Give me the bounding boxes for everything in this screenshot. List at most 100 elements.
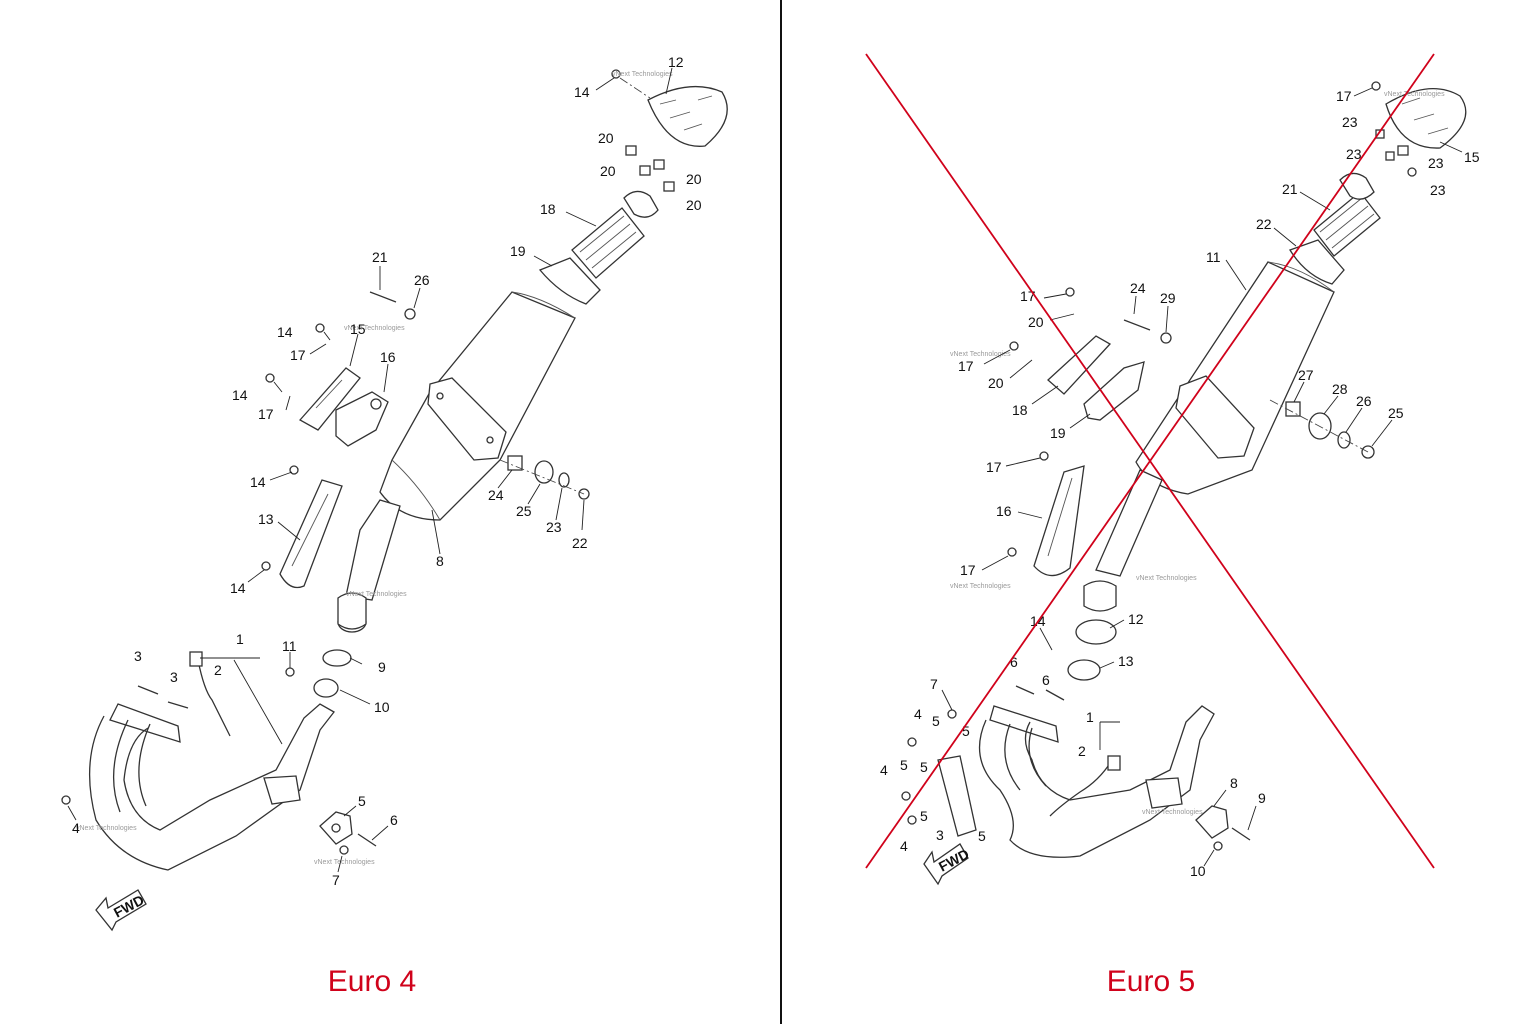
euro5-callout: 17 xyxy=(986,459,1002,475)
euro4-callout: 12 xyxy=(668,54,684,70)
euro5-callout: 11 xyxy=(1206,249,1221,265)
euro5-callout: 25 xyxy=(1388,405,1404,421)
euro5-callout: 6 xyxy=(1010,654,1018,670)
euro5-callout: 5 xyxy=(900,757,908,773)
euro4-callout: 14 xyxy=(277,324,293,340)
euro5-callout: 17 xyxy=(958,358,974,374)
euro5-callout: 5 xyxy=(978,828,986,844)
euro4-callout: 26 xyxy=(414,272,430,288)
euro4-callout: 22 xyxy=(572,535,588,551)
euro5-callout: 5 xyxy=(962,723,970,739)
euro5-callout: 27 xyxy=(1298,367,1314,383)
euro5-callout: 23 xyxy=(1430,182,1446,198)
euro5-leader-lines xyxy=(941,87,1463,867)
euro5-panel: vNext Technologies vNext Technologies vN… xyxy=(865,53,1480,998)
svg-text:vNext Technologies: vNext Technologies xyxy=(1142,809,1203,816)
euro5-callout: 20 xyxy=(1028,314,1044,330)
euro4-callout: 17 xyxy=(258,406,274,422)
euro4-callout: 11 xyxy=(282,638,297,654)
euro5-callout: 2 xyxy=(1078,743,1086,759)
euro4-callout: 18 xyxy=(540,201,556,217)
euro5-callout: 21 xyxy=(1282,181,1298,197)
svg-text:vNext Technologies: vNext Technologies xyxy=(346,591,407,598)
euro5-callout: 26 xyxy=(1356,393,1372,409)
svg-text:vNext Technologies: vNext Technologies xyxy=(1136,575,1197,582)
euro4-callout: 19 xyxy=(510,243,526,259)
euro4-callout: 3 xyxy=(134,648,142,664)
euro4-callout: 20 xyxy=(598,130,614,146)
euro4-callout: 16 xyxy=(380,349,396,365)
euro5-callout: 23 xyxy=(1346,146,1362,162)
euro5-callout: 6 xyxy=(1042,672,1050,688)
euro5-callout: 29 xyxy=(1160,290,1176,306)
euro4-callout: 9 xyxy=(378,659,386,675)
euro4-callout: 25 xyxy=(516,503,532,519)
euro4-leader-lines xyxy=(67,67,673,873)
euro4-watermarks: vNext Technologies vNext Technologies vN… xyxy=(76,71,673,866)
euro4-callout: 3 xyxy=(170,669,178,685)
euro4-callout: 7 xyxy=(332,872,340,888)
euro4-caption: Euro 4 xyxy=(328,965,416,998)
euro4-exploded-parts xyxy=(61,69,728,932)
euro5-callout: 13 xyxy=(1118,653,1134,669)
euro4-callout: 1 xyxy=(236,631,244,647)
svg-text:vNext Technologies: vNext Technologies xyxy=(612,71,673,78)
svg-text:vNext Technologies: vNext Technologies xyxy=(1384,91,1445,98)
svg-text:vNext Technologies: vNext Technologies xyxy=(314,859,375,866)
euro4-callout: 20 xyxy=(686,171,702,187)
euro4-callout: 6 xyxy=(390,812,398,828)
svg-text:vNext Technologies: vNext Technologies xyxy=(950,351,1011,358)
euro5-callout: 4 xyxy=(914,706,922,722)
euro4-callout: 13 xyxy=(258,511,274,527)
euro4-callout: 21 xyxy=(372,249,388,265)
euro4-callout: 20 xyxy=(600,163,616,179)
euro4-callout: 10 xyxy=(374,699,390,715)
euro4-callout: 5 xyxy=(358,793,366,809)
euro4-callout: 23 xyxy=(546,519,562,535)
euro5-callout: 28 xyxy=(1332,381,1348,397)
euro5-callout: 7 xyxy=(930,676,938,692)
euro4-callout: 14 xyxy=(232,387,248,403)
euro4-callout: 17 xyxy=(290,347,306,363)
euro5-callout: 15 xyxy=(1464,149,1480,165)
euro5-callout: 23 xyxy=(1428,155,1444,171)
euro5-callout: 12 xyxy=(1128,611,1144,627)
euro4-panel: vNext Technologies vNext Technologies vN… xyxy=(61,54,728,998)
euro5-callout: 18 xyxy=(1012,402,1028,418)
euro5-callout: 24 xyxy=(1130,280,1146,296)
euro5-callout-labels: 17 23 23 23 23 15 21 22 11 17 24 29 20 1… xyxy=(880,88,1480,879)
euro5-caption: Euro 5 xyxy=(1107,965,1195,998)
euro5-callout: 1 xyxy=(1086,709,1094,725)
euro5-callout: 16 xyxy=(996,503,1012,519)
euro5-callout: 8 xyxy=(1230,775,1238,791)
euro5-callout: 23 xyxy=(1342,114,1358,130)
euro4-callout-labels: 12 14 20 20 20 20 18 19 21 26 14 15 17 1… xyxy=(72,54,702,888)
euro4-callout: 2 xyxy=(214,662,222,678)
euro5-callout: 4 xyxy=(900,838,908,854)
euro4-callout: 15 xyxy=(350,321,366,337)
euro5-callout: 5 xyxy=(920,808,928,824)
euro5-callout: 3 xyxy=(936,827,944,843)
euro5-callout: 9 xyxy=(1258,790,1266,806)
svg-text:vNext Technologies: vNext Technologies xyxy=(950,583,1011,590)
svg-text:vNext Technologies: vNext Technologies xyxy=(76,825,137,832)
euro5-callout: 20 xyxy=(988,375,1004,391)
euro5-callout: 4 xyxy=(880,762,888,778)
euro4-callout: 20 xyxy=(686,197,702,213)
euro4-callout: 14 xyxy=(230,580,246,596)
euro5-callout: 5 xyxy=(932,713,940,729)
euro5-callout: 17 xyxy=(1336,88,1352,104)
euro5-watermarks: vNext Technologies vNext Technologies vN… xyxy=(950,91,1445,816)
euro5-callout: 17 xyxy=(960,562,976,578)
svg-text:vNext Technologies: vNext Technologies xyxy=(344,325,405,332)
euro4-callout: 24 xyxy=(488,487,504,503)
euro5-callout: 10 xyxy=(1190,863,1206,879)
euro4-callout: 4 xyxy=(72,820,80,836)
euro5-callout: 17 xyxy=(1020,288,1036,304)
euro5-cross-out xyxy=(865,53,1435,869)
euro5-exploded-parts xyxy=(901,81,1467,886)
euro4-callout: 14 xyxy=(574,84,590,100)
euro4-callout: 14 xyxy=(250,474,266,490)
euro5-callout: 19 xyxy=(1050,425,1066,441)
